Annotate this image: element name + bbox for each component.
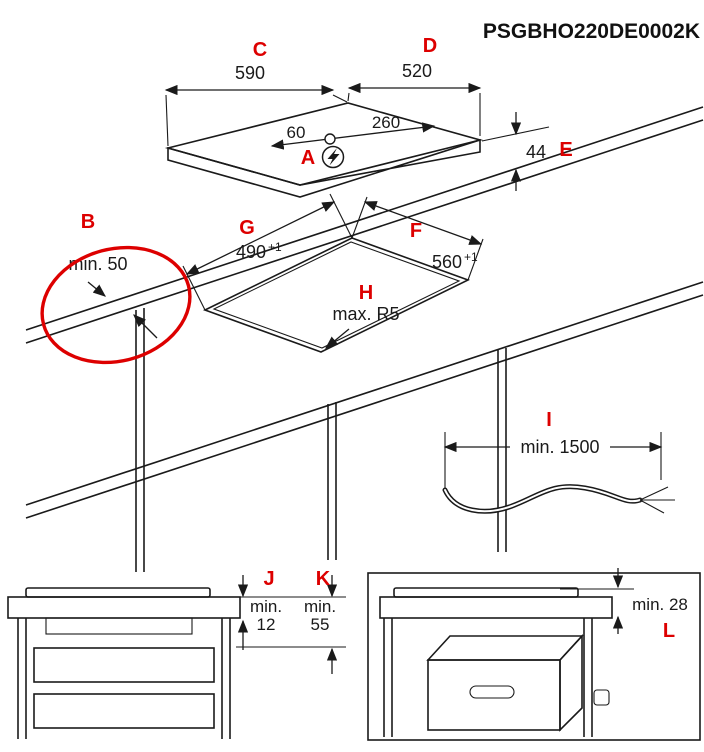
callout-c: C [253,39,267,61]
cable-length-dim: min. 1500 [520,437,599,457]
callout-k: K [316,568,331,590]
callout-e: E [559,139,572,161]
depth-value: 55 [311,615,330,634]
cable-wire-ends [639,486,675,514]
callout-i: I [546,409,552,431]
countertop-legs [135,308,507,572]
mains-cable [442,484,643,514]
callout-l: L [663,620,675,642]
model-number: PSGBHO220DE0002K [483,20,700,43]
hob-height-dim: 44 [526,142,546,162]
conn-span-dim: 260 [372,113,400,132]
callout-b: B [81,211,95,233]
cabinet-legs-right [383,618,593,737]
drawer-lower [33,693,215,729]
cable-length-view: I min. 1500 [442,409,675,514]
gap-value: 12 [257,615,276,634]
gap-min-word: min. [250,597,282,616]
cutout-width-dim: 560 [432,252,462,272]
hob-underside-box [45,617,193,635]
rear-clearance-note: min. 50 B [40,211,192,365]
worktop-section [7,596,241,619]
conn-offset-dim: 60 [287,123,306,142]
callout-f: F [410,220,422,242]
hob-height-dimension: 44 E [481,112,573,191]
connection-dimension-line [270,122,436,150]
hob-depth-dim: 520 [402,61,432,81]
view-frame [367,572,701,741]
hob-profile-right [393,587,579,598]
hob-profile [25,587,211,598]
cutout-depth-tolerance: +1 [268,240,282,254]
cutout-width-dimension: 560 +1 F [351,196,484,281]
callout-g: G [239,217,255,239]
oven [426,633,584,732]
lightning-bolt-icon [327,148,340,166]
callout-a: A [301,147,315,169]
hob-depth-dimension: 520 D [347,35,482,136]
red-highlight-circle [40,245,192,365]
depth-min-word: min. [304,597,336,616]
oven-clearance-view: min. 28 L [367,568,701,741]
drawer-upper [33,647,215,683]
oven-handle [469,685,515,699]
callout-j: J [263,568,274,590]
drawer-clearance-view: J K min. 12 min. 55 [7,568,346,739]
worktop-section-right [379,596,613,619]
corner-radius-dim: max. R5 [332,304,399,324]
cutout-depth-dim: 490 [236,242,266,262]
callout-d: D [423,35,437,57]
callout-h: H [359,282,373,304]
adjuster-knob [593,689,610,706]
cabinet-sides [17,618,231,739]
oven-clearance-dim: min. 28 [632,595,688,614]
hob-width-dim: 590 [235,63,265,83]
hob-rim [167,138,481,198]
rear-clearance-dim: min. 50 [68,254,127,274]
cutout-depth-dimension: 490 +1 G [182,193,353,311]
hob-width-dimension: 590 C [164,39,348,147]
hob-glass-surface [164,102,484,186]
connection-point [324,133,336,145]
corner-radius-note: max. R5 H [324,282,400,349]
hob-top-view: 60 260 A [164,102,484,198]
cutout-width-tolerance: +1 [464,250,478,264]
